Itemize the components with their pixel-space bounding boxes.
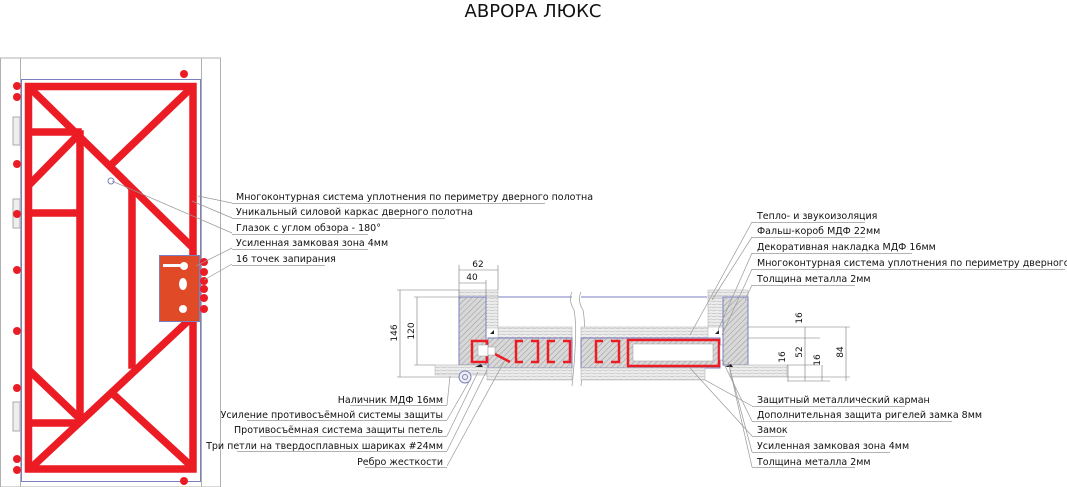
reinforcement-frame xyxy=(24,82,197,473)
cross-section: 62 40 146 120 16 52 16 16 84 xyxy=(390,221,850,468)
dim-52: 52 xyxy=(795,346,805,357)
label-decor-panel: Декоративная накладка МДФ 16мм xyxy=(757,242,936,253)
section-leader-lines xyxy=(446,221,753,468)
label-bolt-protection: Дополнительная защита ригелей замка 8мм xyxy=(757,410,982,421)
label-stiffening-rib: Ребро жесткости xyxy=(357,457,443,468)
section-top-right-labels: Тепло- и звукоизоляция Фальш-короб МДФ 2… xyxy=(752,211,1067,286)
dim-16-a: 16 xyxy=(778,351,788,363)
cylinder-icon xyxy=(179,305,187,313)
label-insulation: Тепло- и звукоизоляция xyxy=(756,211,877,222)
section-bottom-left-labels: Наличник МДФ 16мм Усиление противосъёмно… xyxy=(205,395,447,468)
lock-body xyxy=(632,343,714,362)
decor-panel-top xyxy=(497,326,573,339)
label-sealing-section: Многоконтурная система уплотнения по пер… xyxy=(757,258,1067,269)
label-false-box: Фальш-короб МДФ 22мм xyxy=(757,226,880,237)
decor-panel-bottom xyxy=(486,367,573,381)
label-sealing: Многоконтурная система уплотнения по пер… xyxy=(236,192,593,203)
label-lock: Замок xyxy=(757,425,788,436)
dimension-lines xyxy=(397,265,850,382)
hinge xyxy=(12,401,21,432)
label-metal-thickness-top: Толщина металла 2мм xyxy=(756,274,871,285)
door-leaf-core xyxy=(487,337,573,369)
page-title: АВРОРА ЛЮКС xyxy=(465,1,602,22)
label-frame: Уникальный силовой каркас дверного полот… xyxy=(236,207,473,218)
hinge xyxy=(12,116,21,146)
peephole-icon xyxy=(107,177,115,185)
keyhole-icon xyxy=(179,278,187,290)
door-leader-lines xyxy=(111,180,233,281)
dim-146: 146 xyxy=(390,324,400,341)
frame-right xyxy=(722,296,749,366)
door-frame-outline xyxy=(0,57,221,487)
label-lock-zone-section: Усиленная замковая зона 4мм xyxy=(757,441,909,452)
label-anti-removal-reinforce: Усиление противосъёмной системы защиты xyxy=(221,410,443,421)
label-platband: Наличник МДФ 16мм xyxy=(338,395,443,406)
lock-plate xyxy=(159,255,200,322)
label-hinges: Три петли на твердосплавных шариках #24м… xyxy=(205,441,443,452)
locking-points xyxy=(13,70,208,485)
dim-40: 40 xyxy=(466,273,478,283)
door-front-view xyxy=(0,57,233,487)
dim-62: 62 xyxy=(472,260,483,270)
dim-84: 84 xyxy=(836,346,846,358)
label-anti-removal-system: Противосъёмная система защиты петель xyxy=(234,425,443,436)
label-metal-thickness-bottom: Толщина металла 2мм xyxy=(756,457,871,468)
dim-16-top: 16 xyxy=(795,312,805,324)
mdf-false-box-left xyxy=(458,289,499,298)
dim-120: 120 xyxy=(407,322,417,339)
door-labels: Многоконтурная система уплотнения по пер… xyxy=(232,192,593,266)
label-locking-points: 16 точек запирания xyxy=(236,254,336,265)
label-lock-zone: Усиленная замковая зона 4мм xyxy=(236,238,388,249)
section-bottom-right-labels: Защитный металлический карман Дополнител… xyxy=(752,395,982,468)
door-handle-icon xyxy=(163,264,183,267)
label-metal-pocket: Защитный металлический карман xyxy=(757,395,930,406)
label-peephole: Глазок с углом обзора - 180° xyxy=(236,223,381,234)
dim-16-b: 16 xyxy=(813,354,823,366)
